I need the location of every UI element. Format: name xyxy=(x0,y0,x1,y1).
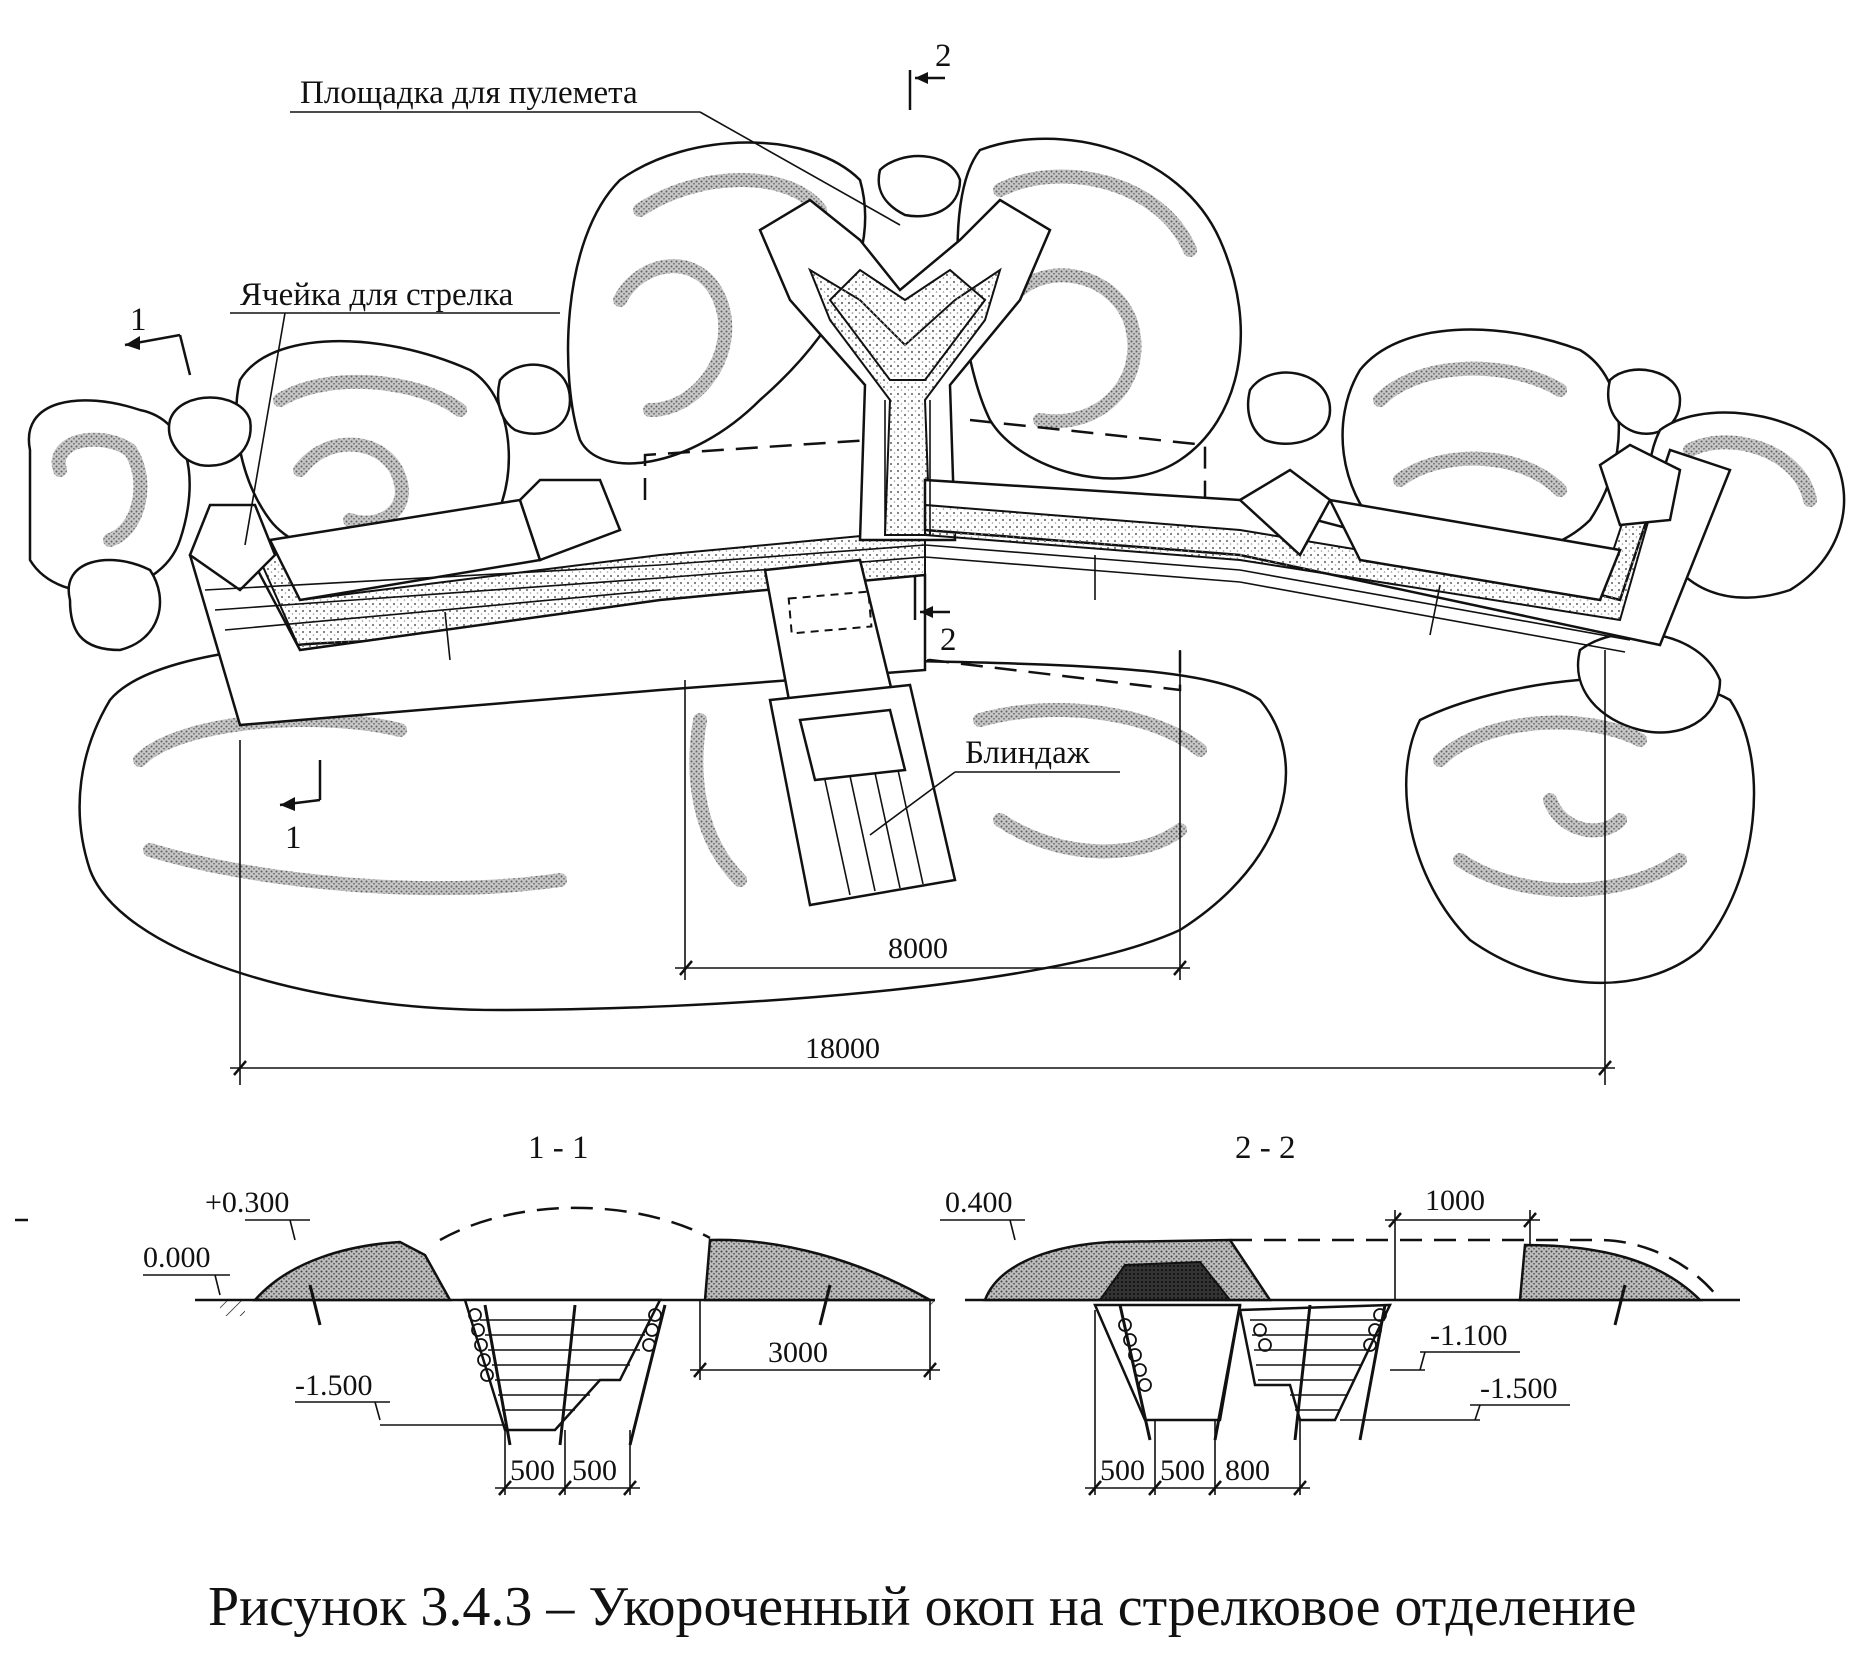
section-mark-1-bottom: 1 xyxy=(285,820,302,856)
s1-dim-a: 500 xyxy=(510,1454,555,1487)
left-bay-b xyxy=(518,478,622,562)
figure-caption: Рисунок 3.4.3 – Укороченный окоп на стре… xyxy=(208,1576,1636,1638)
s2-dim-top: 1000 xyxy=(1425,1184,1485,1217)
section2-dugout xyxy=(1093,1303,1242,1422)
section2-parapet-right xyxy=(1518,1243,1704,1302)
plan-labels: Площадка для пулемета Ячейка для стрелка… xyxy=(230,75,1120,836)
section1-parapet-left xyxy=(252,1240,453,1302)
revetment-lines xyxy=(204,400,1631,661)
mound-left-low xyxy=(67,558,162,652)
label-dugout: Блиндаж xyxy=(965,735,1090,771)
section-2-2: 2 - 2 0 xyxy=(940,1130,1740,1496)
section-title-1: 1 - 1 xyxy=(528,1130,589,1166)
s1-elev-zero: 0.000 xyxy=(143,1241,211,1274)
s1-elev-bottom: -1.500 xyxy=(295,1369,373,1402)
mg-platform-floor xyxy=(828,268,987,381)
s1-dim-b: 500 xyxy=(572,1454,617,1487)
section-mark-2-top: 2 xyxy=(935,38,952,74)
s2-elev-top: 0.400 xyxy=(945,1186,1013,1219)
s2-dim-b: 500 xyxy=(1160,1454,1205,1487)
section-title-2: 2 - 2 xyxy=(1235,1130,1296,1166)
dim-dugout-width: 8000 xyxy=(888,932,948,965)
section-mark-2-bottom: 2 xyxy=(940,622,957,658)
s2-elev-mid: -1.100 xyxy=(1430,1319,1508,1352)
mound-left-small-2 xyxy=(496,363,572,435)
label-mg-platform: Площадка для пулемета xyxy=(300,75,638,111)
s2-dim-c: 800 xyxy=(1225,1454,1270,1487)
section-marks: 2 2 1 1 xyxy=(124,38,957,856)
section-mark-1-top: 1 xyxy=(130,302,147,338)
right-bay-b xyxy=(1327,498,1622,602)
mound-stipple xyxy=(51,169,1817,897)
right-rifle-cell xyxy=(1598,443,1682,527)
section2-dugout-cover xyxy=(1098,1260,1233,1301)
trench-plan xyxy=(188,198,1732,727)
mound-center-small xyxy=(877,154,962,218)
mound-left-small xyxy=(167,396,252,468)
dim-total-width: 18000 xyxy=(805,1032,880,1065)
dugout-plan xyxy=(763,558,957,907)
mound-right-small xyxy=(1246,371,1332,445)
s2-dim-a: 500 xyxy=(1100,1454,1145,1487)
section-1-1: 1 - 1 xyxy=(15,1130,940,1496)
left-rifle-cell xyxy=(188,503,277,592)
section1-parapet-right xyxy=(703,1238,935,1302)
s1-dim-parapet: 3000 xyxy=(768,1336,828,1369)
s2-elev-bottom: -1.500 xyxy=(1480,1372,1558,1405)
plan-dimensions: 8000 18000 xyxy=(230,650,1615,1085)
label-rifle-cell: Ячейка для стрелка xyxy=(240,277,514,313)
plan-view: 2 2 1 1 Площадка для пулемета Ячейка для… xyxy=(27,38,1846,1085)
s1-elev-top: +0.300 xyxy=(205,1186,289,1219)
